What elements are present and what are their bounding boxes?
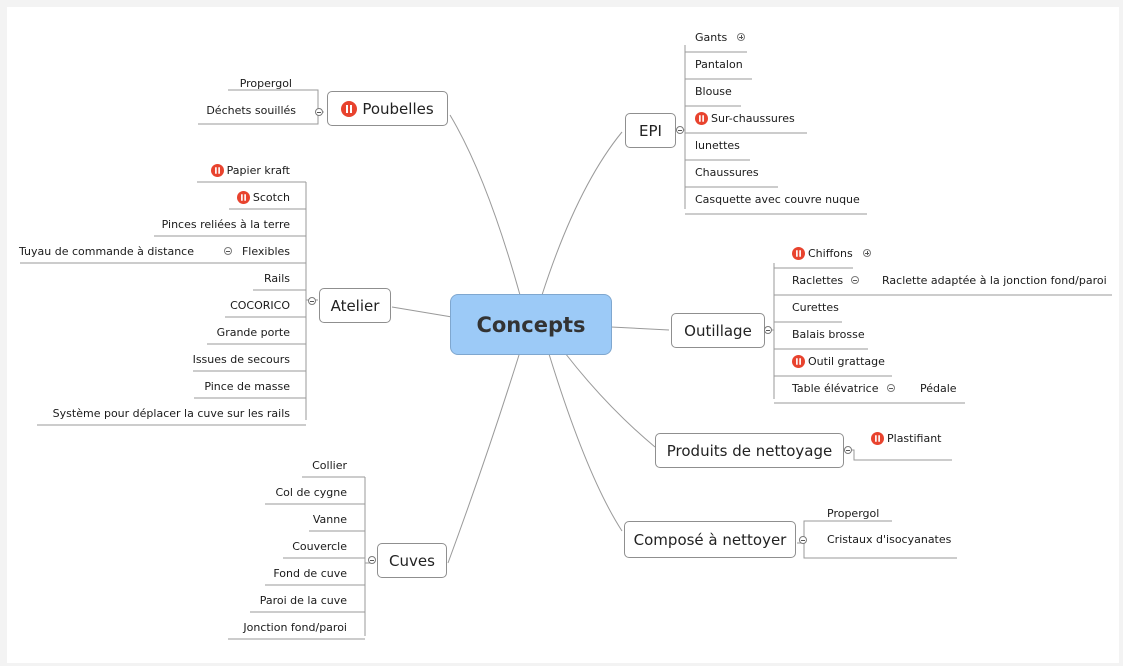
pause-icon (210, 164, 224, 177)
topic-poubelles-label: Poubelles (362, 99, 434, 118)
atelier-item[interactable]: Pinces reliées à la terre (161, 218, 290, 231)
topic-epi-label: EPI (639, 121, 662, 140)
epi-item[interactable]: lunettes (695, 139, 740, 152)
topic-produits-de-nettoyage[interactable]: Produits de nettoyage (655, 433, 844, 468)
pause-icon (871, 432, 884, 445)
collapse-toggle-compose[interactable] (799, 536, 807, 544)
pause-icon (695, 112, 708, 125)
expand-toggle-chiffons[interactable] (862, 249, 871, 257)
compose-item[interactable]: Propergol (827, 507, 880, 520)
cuves-item[interactable]: Collier (312, 459, 347, 472)
raclettes-child[interactable]: Raclette adaptée à la jonction fond/paro… (882, 274, 1107, 287)
atelier-item-flexibles[interactable]: Flexibles (216, 245, 290, 259)
epi-item[interactable]: Gants (695, 31, 755, 45)
outillage-item[interactable]: Curettes (792, 301, 839, 314)
topic-cuves[interactable]: Cuves (377, 543, 447, 578)
epi-item[interactable]: Sur-chaussures (695, 112, 795, 126)
pause-icon (792, 247, 805, 260)
link-compose (548, 353, 623, 532)
poubelles-item[interactable]: Déchets souillés (206, 104, 296, 117)
epi-item[interactable]: Casquette avec couvre nuque (695, 193, 860, 206)
poubelles-item[interactable]: Propergol (239, 77, 292, 90)
topic-compose-a-nettoyer[interactable]: Composé à nettoyer (624, 521, 796, 558)
link-outillage (610, 326, 670, 331)
atelier-item[interactable]: Rails (264, 272, 290, 285)
mindmap-canvas: Concepts Poubelles Propergol Déchets sou… (7, 7, 1119, 663)
cuves-item[interactable]: Paroi de la cuve (259, 594, 347, 607)
link-atelier (391, 306, 453, 318)
pause-icon (792, 355, 805, 368)
cuves-item[interactable]: Col de cygne (275, 486, 348, 499)
link-produits (564, 352, 656, 448)
topic-outillage[interactable]: Outillage (671, 313, 765, 348)
topic-cuves-label: Cuves (389, 551, 435, 570)
produits-item[interactable]: Plastifiant (871, 432, 941, 446)
outillage-item[interactable]: Outil grattage (792, 355, 885, 369)
collapse-toggle-raclettes[interactable] (851, 276, 860, 284)
topic-compose-label: Composé à nettoyer (633, 530, 787, 549)
topic-poubelles[interactable]: Poubelles (327, 91, 448, 126)
topic-outillage-label: Outillage (684, 321, 752, 340)
atelier-item[interactable]: Pince de masse (204, 380, 290, 393)
compose-item[interactable]: Cristaux d'isocyanates (827, 533, 952, 546)
atelier-item[interactable]: Scotch (236, 191, 290, 205)
collapse-toggle-cuves[interactable] (368, 556, 376, 564)
central-topic-label: Concepts (476, 312, 586, 337)
topic-epi[interactable]: EPI (625, 113, 676, 148)
atelier-item[interactable]: COCORICO (230, 299, 290, 312)
connector-lines (20, 45, 1112, 640)
cuves-item[interactable]: Jonction fond/paroi (243, 621, 347, 634)
topic-atelier-label: Atelier (330, 296, 380, 315)
collapse-toggle-table[interactable] (886, 384, 895, 392)
epi-item[interactable]: Pantalon (695, 58, 743, 71)
atelier-item[interactable]: Grande porte (216, 326, 290, 339)
cuves-item[interactable]: Fond de cuve (273, 567, 347, 580)
outillage-item[interactable]: Chiffons (792, 247, 881, 261)
central-topic[interactable]: Concepts (450, 294, 612, 355)
expand-toggle-gants[interactable] (737, 33, 746, 41)
outillage-item[interactable]: Balais brosse (792, 328, 865, 341)
flexibles-child[interactable]: Tuyau de commande à distance (18, 245, 194, 258)
collapse-toggle-atelier[interactable] (308, 297, 316, 305)
collapse-toggle-poubelles[interactable] (315, 108, 323, 116)
epi-item[interactable]: Chaussures (695, 166, 759, 179)
table-child[interactable]: Pédale (920, 382, 957, 395)
link-cuves (447, 354, 520, 564)
outillage-item-raclettes[interactable]: Raclettes (792, 274, 869, 288)
cuves-item[interactable]: Couvercle (292, 540, 347, 553)
collapse-toggle-epi[interactable] (676, 126, 684, 134)
link-poubelles (449, 114, 521, 296)
atelier-item[interactable]: Issues de secours (192, 353, 290, 366)
link-epi (541, 131, 623, 296)
topic-atelier[interactable]: Atelier (319, 288, 391, 323)
epi-item[interactable]: Blouse (695, 85, 732, 98)
pause-icon (236, 191, 250, 204)
collapse-toggle-outillage[interactable] (764, 326, 772, 334)
pause-icon (341, 100, 358, 117)
topic-produits-label: Produits de nettoyage (666, 441, 833, 460)
collapse-toggle-produits[interactable] (844, 446, 852, 454)
atelier-item[interactable]: Système pour déplacer la cuve sur les ra… (52, 407, 290, 420)
collapse-toggle-flexibles[interactable] (223, 247, 232, 255)
outillage-item-table[interactable]: Table élévatrice (792, 382, 905, 396)
cuves-item[interactable]: Vanne (312, 513, 347, 526)
atelier-item[interactable]: Papier kraft (210, 164, 290, 178)
